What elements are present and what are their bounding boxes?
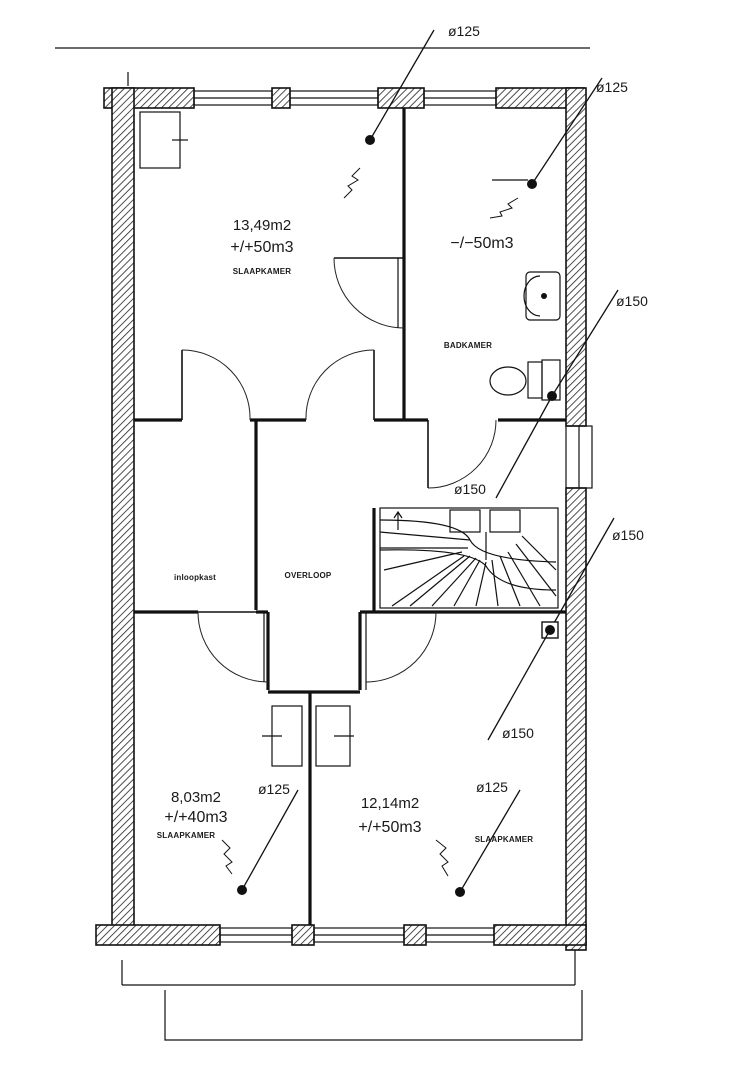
vent-point: [527, 179, 537, 189]
room-volume: +/+50m3: [358, 819, 421, 836]
room-name: SLAAPKAMER: [157, 831, 215, 840]
vent-diameter-label: ø125: [258, 781, 290, 797]
room-labels: 13,49m2 +/+50m3 SLAAPKAMER −/−50m3 BADKA…: [157, 217, 533, 844]
room-name: SLAAPKAMER: [475, 835, 533, 844]
reference-lines: [55, 47, 590, 1041]
room-area: 8,03m2: [171, 789, 221, 806]
vent-diameter-label: ø150: [616, 293, 648, 309]
vent-point: [365, 135, 375, 145]
interior-walls: [134, 108, 566, 925]
vent-diameter-label: ø125: [596, 79, 628, 95]
room-name: BADKAMER: [444, 341, 492, 350]
room-area: 12,14m2: [361, 795, 419, 812]
vent-point: [237, 885, 247, 895]
windows: [193, 90, 593, 943]
sink-icon: [523, 271, 561, 321]
vent-diameter-label: ø125: [448, 23, 480, 39]
vent-diameter-label: ø150: [454, 481, 486, 497]
room-name: inloopkast: [174, 573, 216, 582]
room-name: OVERLOOP: [285, 571, 332, 580]
stair: [379, 507, 559, 609]
room-volume: −/−50m3: [450, 235, 513, 252]
vent-diameter-label: ø150: [502, 725, 534, 741]
vent-point: [455, 887, 465, 897]
fixtures: [139, 111, 528, 767]
ventilation: [221, 29, 619, 897]
room-volume: +/+40m3: [164, 809, 227, 826]
vent-diameter-label: ø125: [476, 779, 508, 795]
vent-diameter-label: ø150: [612, 527, 644, 543]
room-area: 13,49m2: [233, 217, 291, 234]
vent-labels: ø125 ø125 ø150 ø150 ø150 ø150 ø125 ø125: [258, 23, 648, 797]
room-volume: +/+50m3: [230, 239, 293, 256]
doors: [181, 257, 497, 690]
room-name: SLAAPKAMER: [233, 267, 291, 276]
